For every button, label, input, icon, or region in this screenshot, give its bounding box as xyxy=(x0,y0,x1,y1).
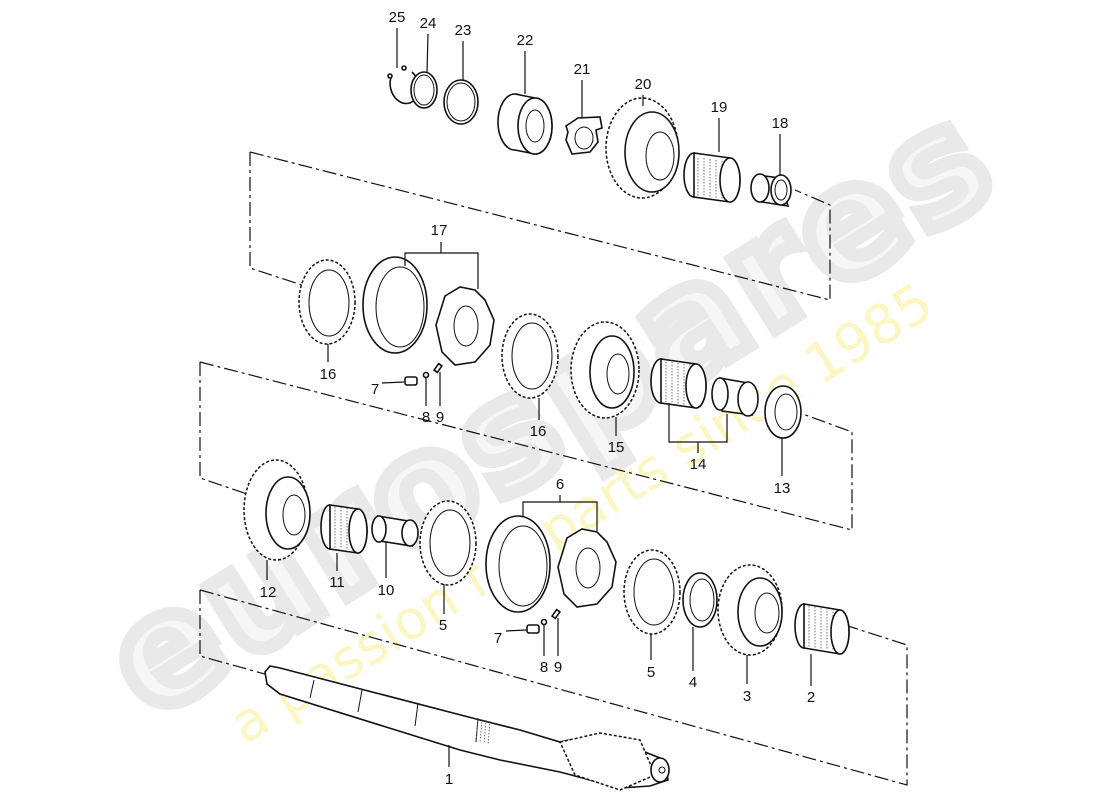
part-24-shim[interactable] xyxy=(410,71,438,109)
callout-7[interactable]: 7 xyxy=(371,381,379,398)
callout-5[interactable]: 5 xyxy=(647,664,655,681)
part-6-sleeve[interactable] xyxy=(485,515,551,613)
part-14-needle-bearing[interactable] xyxy=(650,358,707,409)
part-18-bushing[interactable] xyxy=(750,173,792,207)
watermark-logo-outline: eurospares xyxy=(77,69,1024,751)
part-17-hub[interactable] xyxy=(435,286,495,366)
part-10-bushing[interactable] xyxy=(371,515,419,547)
part-8-ball-lower[interactable] xyxy=(540,618,548,626)
part-13-thrust-washer[interactable] xyxy=(764,385,802,439)
callout-20[interactable]: 20 xyxy=(635,76,652,93)
callout-9[interactable]: 9 xyxy=(436,409,444,426)
part-14-bushing[interactable] xyxy=(711,377,759,417)
part-1-input-shaft[interactable] xyxy=(264,665,670,791)
callout-23[interactable]: 23 xyxy=(455,22,472,39)
callout-3[interactable]: 3 xyxy=(743,688,751,705)
callout-19[interactable]: 19 xyxy=(711,99,728,116)
callout-25[interactable]: 25 xyxy=(389,9,406,26)
assembly-frames xyxy=(199,151,908,786)
callout-13[interactable]: 13 xyxy=(774,480,791,497)
frame-middle xyxy=(199,361,853,531)
frame-lower xyxy=(199,589,908,786)
part-11-needle-bearing[interactable] xyxy=(320,504,368,554)
callout-11[interactable]: 11 xyxy=(329,574,345,591)
part-7-shift-key-upper[interactable] xyxy=(404,376,418,386)
callout-22[interactable]: 22 xyxy=(517,32,534,49)
callout-12[interactable]: 12 xyxy=(260,584,277,601)
frame-upper xyxy=(249,151,831,301)
part-5-synchronizer-ring-right[interactable] xyxy=(623,549,681,635)
part-22-ball-bearing[interactable] xyxy=(497,93,553,155)
callout-8[interactable]: 8 xyxy=(422,409,430,426)
callout-16[interactable]: 16 xyxy=(320,366,337,383)
part-19-needle-bearing[interactable] xyxy=(683,152,741,203)
callout-21[interactable]: 21 xyxy=(574,61,591,78)
part-5-synchronizer-ring-left[interactable] xyxy=(419,500,477,586)
part-20-gear-wheel[interactable] xyxy=(605,97,680,199)
callout-8[interactable]: 8 xyxy=(540,659,548,676)
part-17-sleeve[interactable] xyxy=(362,256,428,354)
callout-4[interactable]: 4 xyxy=(689,674,697,691)
callout-24[interactable]: 24 xyxy=(420,15,437,32)
part-3-gear-wheel[interactable] xyxy=(717,564,783,656)
part-16-synchronizer-ring-middle[interactable] xyxy=(501,313,559,399)
part-7-shift-key-lower[interactable] xyxy=(526,624,540,634)
callout-7[interactable]: 7 xyxy=(494,630,502,647)
part-9-spring-upper[interactable] xyxy=(432,362,444,374)
callout-2[interactable]: 2 xyxy=(807,689,815,706)
callout-15[interactable]: 15 xyxy=(608,439,625,456)
part-8-ball-upper[interactable] xyxy=(422,371,430,379)
callout-5[interactable]: 5 xyxy=(439,617,447,634)
part-16-synchronizer-ring-upper[interactable] xyxy=(298,259,356,345)
callout-17[interactable]: 17 xyxy=(431,222,448,239)
callout-6[interactable]: 6 xyxy=(556,476,564,493)
callout-16[interactable]: 16 xyxy=(530,423,547,440)
leader-lines xyxy=(266,28,812,767)
part-21-lock-plate[interactable] xyxy=(565,116,603,155)
part-4-thrust-washer[interactable] xyxy=(682,572,718,628)
part-12-gear-wheel[interactable] xyxy=(243,459,311,561)
part-6-hub[interactable] xyxy=(557,528,617,608)
part-23-shim[interactable] xyxy=(443,79,479,125)
part-2-needle-bearing[interactable] xyxy=(794,603,850,655)
watermark: eurospares eurospares a passion for part… xyxy=(70,62,1031,758)
callout-1[interactable]: 1 xyxy=(445,771,453,788)
callout-18[interactable]: 18 xyxy=(772,115,789,132)
callout-10[interactable]: 10 xyxy=(378,582,395,599)
callout-14[interactable]: 14 xyxy=(690,456,707,473)
part-9-spring-lower[interactable] xyxy=(550,608,562,620)
callout-9[interactable]: 9 xyxy=(554,659,562,676)
part-15-gear-wheel[interactable] xyxy=(570,321,640,419)
